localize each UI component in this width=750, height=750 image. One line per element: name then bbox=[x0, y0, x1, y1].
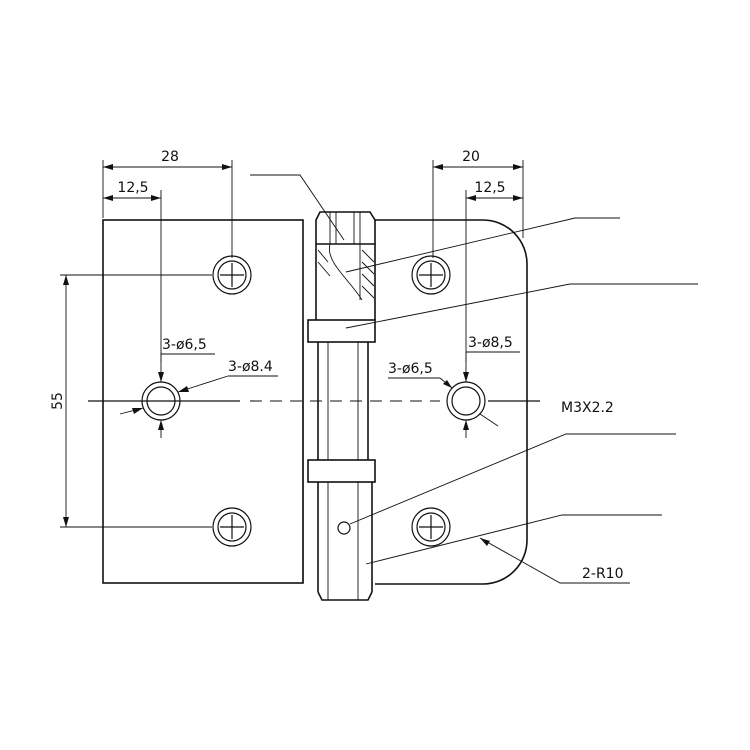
callout-text-right-holes: 3-ø6,5 bbox=[388, 361, 433, 377]
dimension-12-5-left: 12,5 bbox=[103, 180, 161, 201]
left-lower-screw-hole bbox=[212, 507, 252, 547]
callout-text-pin-screw: M3X2.2 bbox=[561, 400, 614, 416]
callout-left-holes: 3-ø6,5 bbox=[158, 337, 215, 438]
callout-text-left-countersink: 3-ø8.4 bbox=[228, 359, 273, 375]
callout-text-right-countersink: 3-ø8,5 bbox=[468, 335, 513, 351]
dimension-55: 55 bbox=[50, 275, 69, 527]
leader-lines bbox=[250, 174, 698, 584]
dimension-28: 28 bbox=[103, 149, 232, 170]
callout-left-countersink: 3-ø8.4 bbox=[119, 359, 278, 415]
left-upper-screw-hole bbox=[212, 255, 252, 295]
dim-text-55: 55 bbox=[50, 392, 66, 410]
callout-text-corner-radius: 2-R10 bbox=[582, 566, 624, 582]
dim-text-20: 20 bbox=[462, 149, 480, 165]
right-upper-screw-hole bbox=[411, 255, 451, 295]
dim-text-12-5-right: 12,5 bbox=[474, 180, 505, 196]
hinge-knuckle bbox=[307, 211, 376, 601]
callout-text-left-holes: 3-ø6,5 bbox=[162, 337, 207, 353]
dimension-12-5-right: 12,5 bbox=[466, 180, 523, 201]
callout-right-countersink: 3-ø8,5 bbox=[463, 335, 520, 438]
dimension-20: 20 bbox=[433, 149, 523, 170]
right-leaf bbox=[375, 219, 528, 585]
dim-text-28: 28 bbox=[161, 149, 179, 165]
right-middle-screw-hole bbox=[446, 381, 486, 421]
dim-text-12-5-left: 12,5 bbox=[117, 180, 148, 196]
right-lower-screw-hole bbox=[411, 507, 451, 547]
callout-right-holes: 3-ø6,5 bbox=[388, 361, 453, 389]
pin-screw-hole bbox=[337, 521, 351, 535]
extension-lines bbox=[60, 160, 524, 528]
